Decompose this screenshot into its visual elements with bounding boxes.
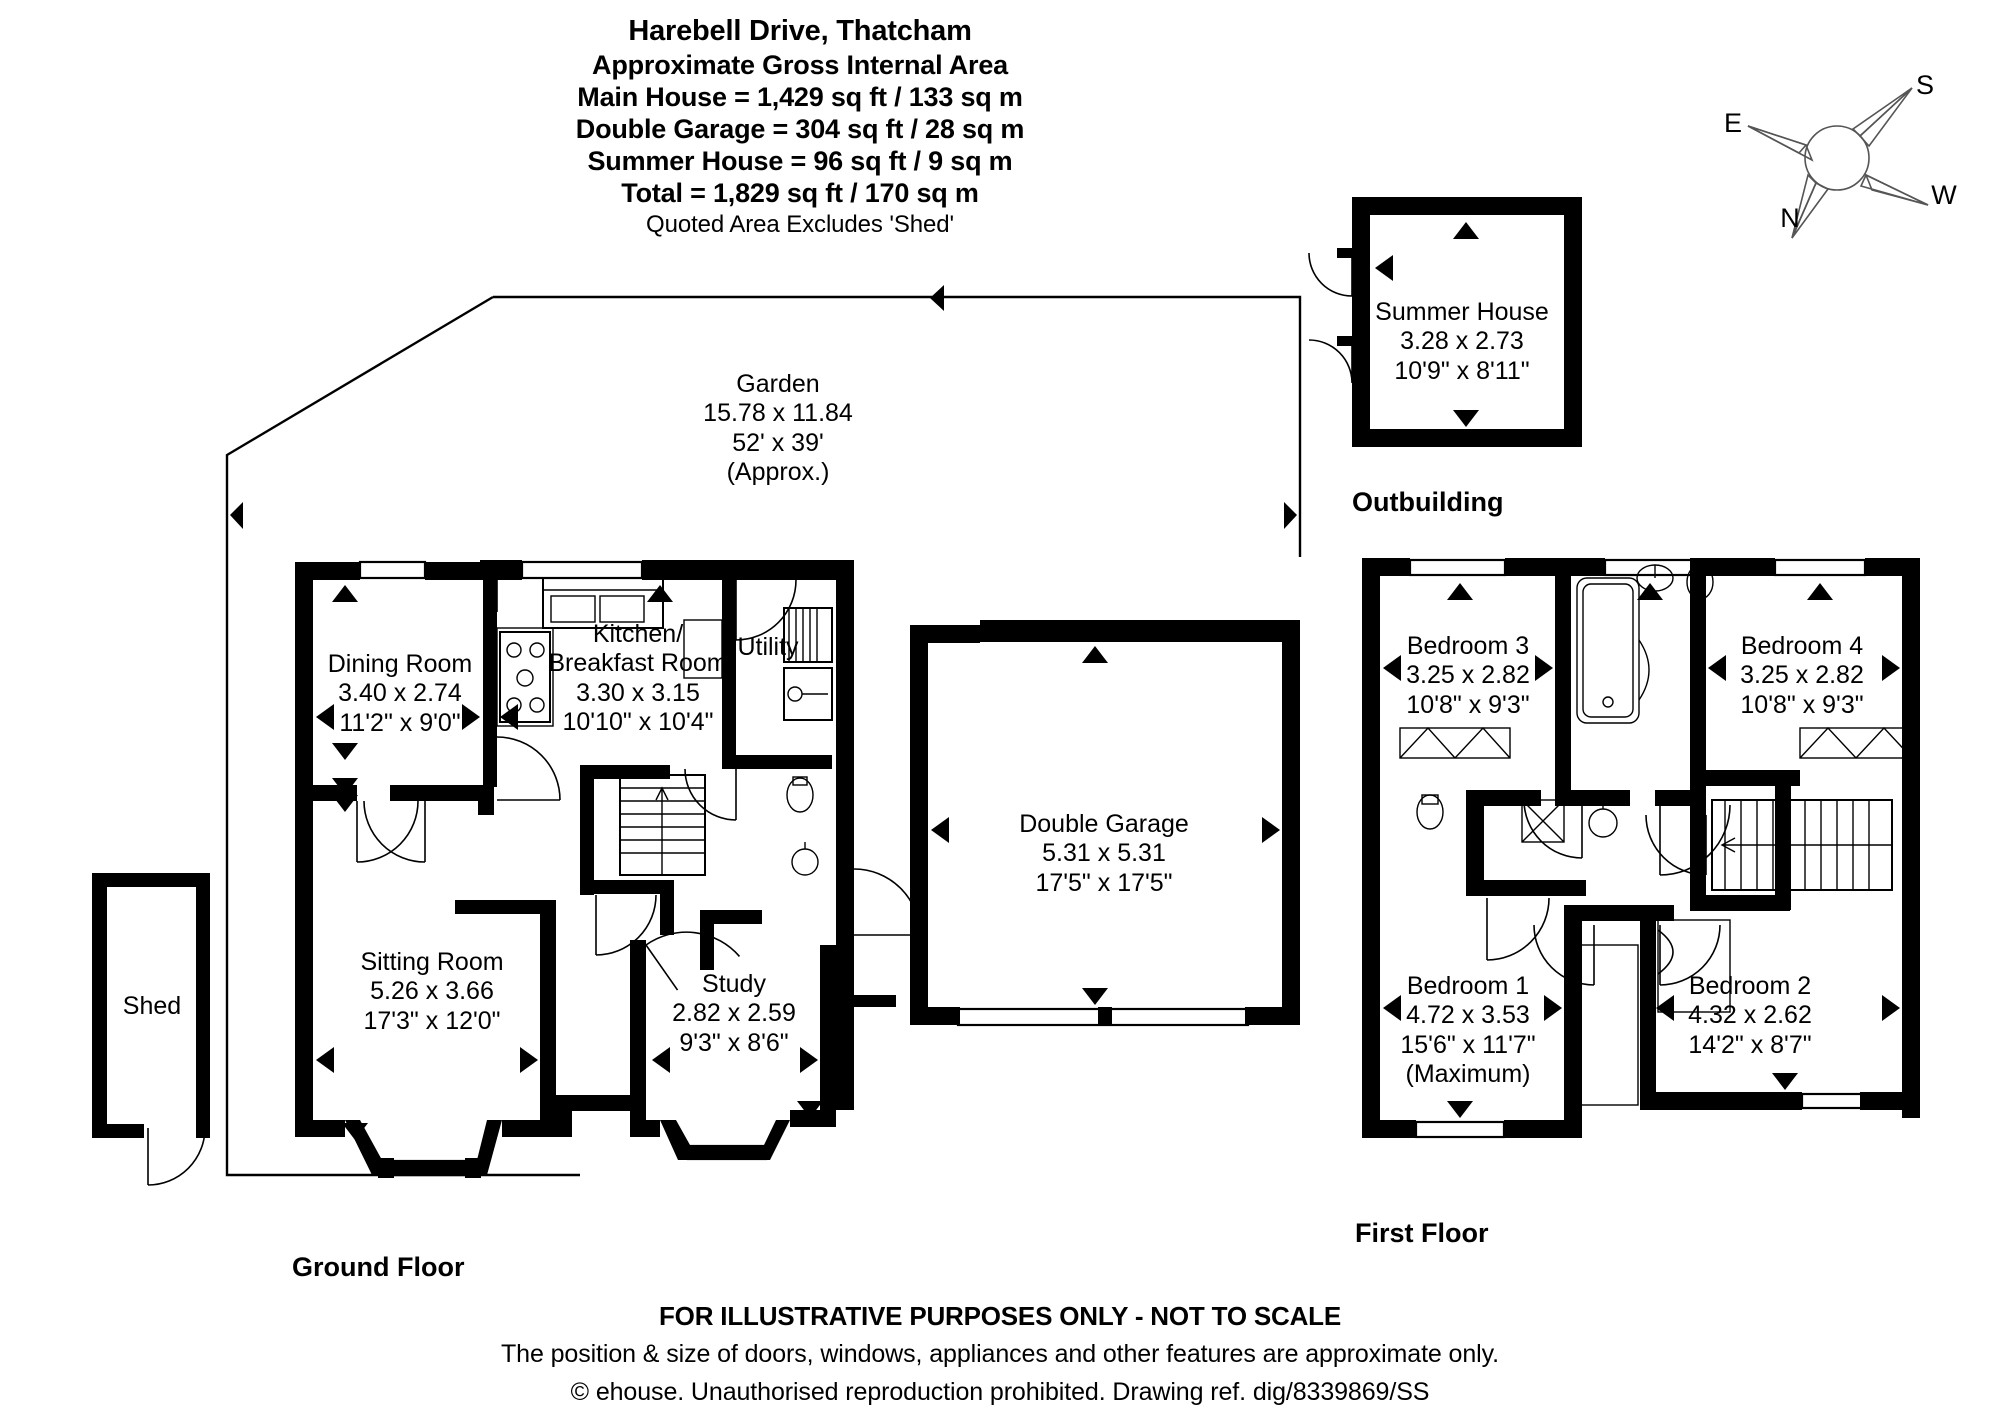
room-label-bedroom-1: Bedroom 1 4.72 x 3.53 15'6" x 11'7" (Max…: [1400, 972, 1535, 1089]
utility-name: Utility: [737, 633, 799, 661]
bedroom-3-name: Bedroom 3: [1406, 632, 1530, 660]
room-label-shed: Shed: [123, 992, 181, 1021]
header-double-garage-area: Double Garage = 304 sq ft / 28 sq m: [575, 113, 1025, 144]
shed-name: Shed: [122, 992, 182, 1020]
outbuilding-caption: Outbuilding: [1352, 487, 1504, 517]
header-area-caption: Approximate Gross Internal Area: [592, 49, 1008, 80]
garden-name: Garden: [736, 370, 820, 398]
ground-floor-walls: [295, 560, 896, 1178]
first-floor-dimension-arrows: [1383, 583, 1900, 1118]
header-main-house-area: Main House = 1,429 sq ft / 133 sq m: [577, 81, 1023, 112]
ground-floor-caption: Ground Floor: [292, 1252, 465, 1282]
bedroom-3-imperial: 10'8" x 9'3": [1406, 690, 1530, 719]
garden-approx: (Approx.): [726, 457, 830, 486]
compass-label-east: E: [1723, 108, 1743, 138]
room-label-summer-house: Summer House 3.28 x 2.73 10'9" x 8'11": [1375, 298, 1549, 386]
bedroom-4-imperial: 10'8" x 9'3": [1740, 690, 1864, 719]
summer-house-name: Summer House: [1375, 298, 1549, 326]
kitchen-name-line2: Breakfast Room: [548, 649, 728, 678]
double-garage-name: Double Garage: [1019, 810, 1189, 838]
room-label-study: Study 2.82 x 2.59 9'3" x 8'6": [672, 970, 796, 1058]
page-title: Harebell Drive, Thatcham: [628, 15, 972, 47]
ground-floor-doors: [356, 562, 921, 991]
bedroom-1-imperial: 15'6" x 11'7": [1400, 1030, 1536, 1059]
kitchen-metric: 3.30 x 3.15: [576, 678, 700, 707]
header-exclusion-note: Quoted Area Excludes 'Shed': [646, 211, 954, 239]
room-label-bedroom-2: Bedroom 2 4.32 x 2.62 14'2" x 8'7": [1688, 972, 1812, 1060]
room-label-utility: Utility: [737, 633, 798, 662]
double-garage-imperial: 17'5" x 17'5": [1035, 868, 1173, 897]
compass-label-north: N: [1780, 203, 1800, 233]
bedroom-2-imperial: 14'2" x 8'7": [1688, 1030, 1812, 1059]
first-floor-doors: [1486, 799, 1731, 986]
double-garage-structure: [910, 620, 1300, 1027]
bedroom-1-maximum: (Maximum): [1405, 1059, 1531, 1088]
bedroom-3-metric: 3.25 x 2.82: [1406, 661, 1530, 690]
room-label-garden: Garden 15.78 x 11.84 52' x 39' (Approx.): [703, 370, 853, 487]
dining-room-metric: 3.40 x 2.74: [338, 679, 462, 708]
plan-header: Harebell Drive, Thatcham Approximate Gro…: [0, 14, 1600, 240]
ground-floor-fixtures: [496, 577, 833, 876]
room-label-sitting-room: Sitting Room 5.26 x 3.66 17'3" x 12'0": [360, 948, 503, 1036]
bedroom-1-metric: 4.72 x 3.53: [1406, 1001, 1530, 1030]
double-garage-metric: 5.31 x 5.31: [1042, 839, 1166, 868]
kitchen-name-line1: Kitchen/: [592, 620, 684, 648]
sitting-room-name: Sitting Room: [360, 948, 504, 976]
garden-metric: 15.78 x 11.84: [703, 399, 853, 428]
room-label-bedroom-4: Bedroom 4 3.25 x 2.82 10'8" x 9'3": [1740, 632, 1864, 720]
bedroom-1-name: Bedroom 1: [1406, 972, 1530, 1000]
room-label-double-garage: Double Garage 5.31 x 5.31 17'5" x 17'5": [1019, 810, 1189, 898]
compass-label-south: S: [1915, 70, 1935, 100]
bedroom-4-name: Bedroom 4: [1740, 632, 1864, 660]
ground-floor-dimension-arrows: [316, 585, 823, 1140]
study-name: Study: [702, 970, 766, 998]
bedroom-2-name: Bedroom 2: [1688, 972, 1812, 1000]
summer-house-metric: 3.28 x 2.73: [1400, 327, 1524, 356]
sitting-room-metric: 5.26 x 3.66: [370, 977, 494, 1006]
footer-copyright: © ehouse. Unauthorised reproduction proh…: [570, 1377, 1430, 1406]
study-metric: 2.82 x 2.59: [672, 999, 796, 1028]
sitting-room-imperial: 17'3" x 12'0": [363, 1006, 501, 1035]
bedroom-4-metric: 3.25 x 2.82: [1740, 661, 1864, 690]
header-summer-house-area: Summer House = 96 sq ft / 9 sq m: [587, 145, 1013, 176]
room-label-bedroom-3: Bedroom 3 3.25 x 2.82 10'8" x 9'3": [1406, 632, 1530, 720]
compass-rose-icon: [1747, 87, 1929, 239]
summer-house-imperial: 10'9" x 8'11": [1394, 356, 1530, 385]
footer-disclaimer: FOR ILLUSTRATIVE PURPOSES ONLY - NOT TO …: [659, 1301, 1341, 1331]
first-floor-fixtures: [1399, 561, 1913, 1106]
first-floor-walls: [1362, 558, 1920, 1139]
room-label-dining-room: Dining Room 3.40 x 2.74 11'2" x 9'0": [328, 650, 473, 738]
header-total-area: Total = 1,829 sq ft / 170 sq m: [621, 178, 979, 208]
plan-footer: FOR ILLUSTRATIVE PURPOSES ONLY - NOT TO …: [0, 1297, 2000, 1411]
compass-label-west: W: [1931, 180, 1957, 210]
summer-house-structure: [1308, 197, 1582, 447]
footer-approximation-note: The position & size of doors, windows, a…: [500, 1340, 1500, 1368]
garden-imperial: 52' x 39': [732, 428, 824, 457]
kitchen-imperial: 10'10" x 10'4": [562, 707, 714, 736]
dining-room-imperial: 11'2" x 9'0": [339, 708, 461, 737]
first-floor-caption: First Floor: [1355, 1218, 1489, 1248]
dining-room-name: Dining Room: [327, 650, 473, 678]
study-imperial: 9'3" x 8'6": [679, 1028, 789, 1057]
bedroom-2-metric: 4.32 x 2.62: [1688, 1001, 1812, 1030]
room-label-kitchen: Kitchen/ Breakfast Room 3.30 x 3.15 10'1…: [548, 620, 727, 737]
shed-structure: [92, 873, 210, 1186]
